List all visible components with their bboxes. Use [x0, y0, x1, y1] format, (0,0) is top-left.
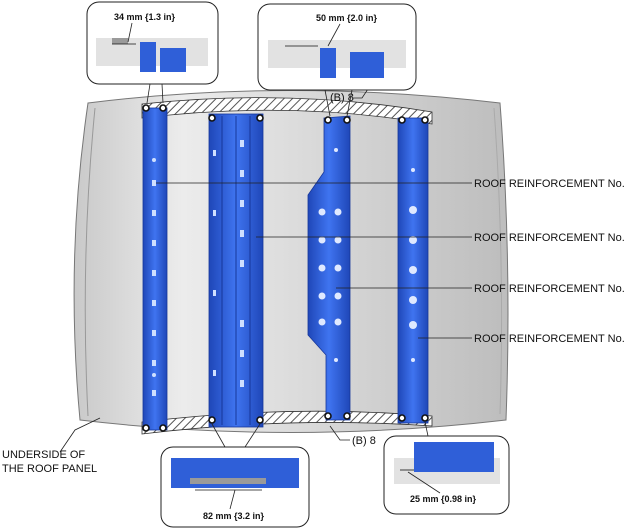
- label-adhesive-top: (B) 8: [330, 92, 354, 104]
- reinforcement-4: [397, 117, 429, 424]
- reinforcement-2: [208, 113, 264, 428]
- roof-panel: [73, 90, 509, 433]
- label-reinforcement-2: ROOF REINFORCEMENT No.2: [474, 232, 624, 244]
- label-underside-line2: THE ROOF PANEL: [2, 463, 97, 475]
- reinforcement-1: [142, 107, 168, 431]
- dimension-bottom-left: 82 mm {3.2 in}: [203, 511, 265, 521]
- dimension-bottom-right: 25 mm {0.98 in}: [410, 494, 477, 504]
- dimension-top-right: 50 mm {2.0 in}: [316, 13, 378, 23]
- label-reinforcement-1: ROOF REINFORCEMENT No.1: [474, 178, 624, 190]
- leader-adhesive-bottom: [329, 425, 350, 441]
- callout-bottom-left: 82 mm {3.2 in}: [160, 423, 310, 528]
- callout-top-left: 34 mm {1.3 in}: [86, 1, 219, 104]
- fastener-points: [142, 104, 429, 432]
- label-adhesive-bottom: (B) 8: [352, 435, 376, 447]
- label-underside-line1: UNDERSIDE OF: [2, 449, 85, 461]
- label-reinforcement-4: ROOF REINFORCEMENT No.4: [474, 333, 624, 345]
- adhesive-strip-top: [141, 97, 433, 125]
- dimension-top-left: 34 mm {1.3 in}: [114, 12, 176, 22]
- callout-top-right: 50 mm {2.0 in}: [257, 3, 417, 117]
- reinforcement-3: [307, 115, 351, 421]
- leader-underside: [59, 417, 101, 453]
- label-reinforcement-3: ROOF REINFORCEMENT No.3: [474, 283, 624, 295]
- callout-bottom-right: 25 mm {0.98 in}: [383, 421, 510, 515]
